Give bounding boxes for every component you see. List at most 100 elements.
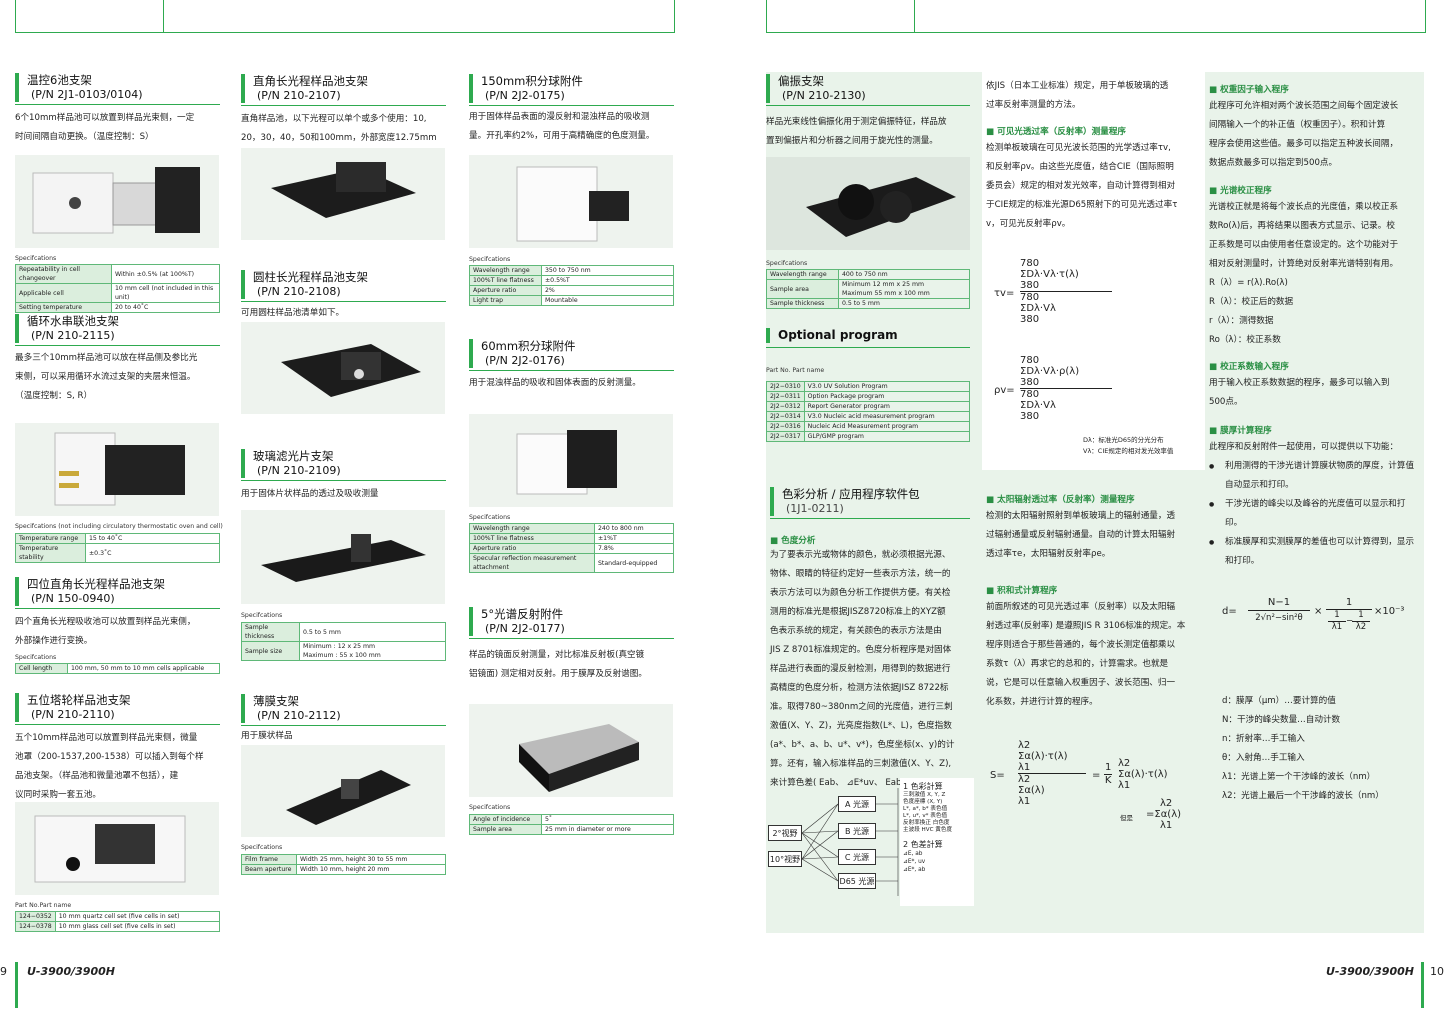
section-desc: 样品的镜面反射测量，对比标准反射板(真空镀 铝镜面) 测定相对反射。用于膜厚及反… xyxy=(469,650,647,679)
section-rule xyxy=(241,301,446,303)
section-title: 5°光谱反射附件 xyxy=(469,607,674,622)
section-title: 150mm积分球附件 xyxy=(469,74,674,89)
photo-illustration xyxy=(516,430,617,495)
source-b-box: B 光源 xyxy=(838,823,876,839)
photo-illustration xyxy=(286,770,411,825)
section-rule xyxy=(766,105,970,107)
integral-calc-text: 前面所叙述的可见光透过率（反射率）以及太阳辐 射透过率(反射率) 是遵照JIS … xyxy=(986,602,1186,707)
product-photo-polarizer xyxy=(766,157,970,250)
section-rule xyxy=(766,347,970,349)
panel-bg-white xyxy=(982,72,1205,470)
section-150mm-sphere: 150mm积分球附件 (P/N 2J2-0175) xyxy=(469,74,674,107)
section-polarizer-holder: 偏振支架 (P/N 210-2130) xyxy=(766,74,970,107)
section-title: 色彩分析 / 应用程序软件包 xyxy=(770,487,970,502)
section-film-holder: 薄膜支架 (P/N 210-2112) xyxy=(241,694,446,727)
subheading-integral-calc: ■ 积和式计算程序 xyxy=(986,586,1058,596)
spec-label: Specifcations xyxy=(241,844,283,851)
section-color-analysis: 色彩分析 / 应用程序软件包 (1J1-0211) xyxy=(770,487,970,520)
part-number: (P/N 210-2108) xyxy=(241,285,446,299)
part-number: (1J1-0211) xyxy=(770,502,970,516)
subheading-solar-transmittance: ■ 太阳辐射透过率（反射率）测量程序 xyxy=(986,495,1135,505)
product-photo-filter-holder xyxy=(241,510,445,604)
header-divider-right xyxy=(914,0,915,33)
solar-transmittance-text: 检测的太阳辐射照射到单板玻璃上的辐射通量，透 过辐射通量或反射辐射通量。自动的计… xyxy=(986,511,1176,559)
jis-intro: 依JIS（日本工业标准）规定，用于单板玻璃的透 过率反射率测量的方法。 xyxy=(986,81,1169,110)
part-number: (P/N 210-2109) xyxy=(241,464,446,478)
section-title: 温控6池支架 xyxy=(15,73,220,88)
footer-model-right: U-3900/3900H xyxy=(1326,965,1414,978)
calc-list: 1 色彩計算 三刺激值 X, Y, Z 色度座標 (X, Y) L*, a*, … xyxy=(900,778,974,906)
subheading-color-analysis: ■ 色度分析 xyxy=(770,536,816,546)
section-desc: 用于固体样品表面的漫反射和混浊样品的吸收测 量。开孔率约2%，可用于高精确度的色… xyxy=(469,112,655,141)
color-calc-diagram: 2°视野 10°视野 A 光源 B 光源 C 光源 D65 光源 1 色彩計算 … xyxy=(768,778,978,908)
photo-illustration xyxy=(32,167,200,234)
section-rule xyxy=(15,345,220,347)
photo-illustration xyxy=(271,162,416,218)
view-10deg-box: 10°视野 xyxy=(768,851,802,867)
header-box-right xyxy=(766,0,1426,33)
part-table-header: Part No. Part name xyxy=(766,367,825,374)
product-photo-150mm-sphere xyxy=(469,155,673,248)
photo-illustration xyxy=(281,344,421,397)
photo-illustration xyxy=(806,177,956,237)
section-title: 偏振支架 xyxy=(766,74,970,89)
page-number-left: 9 xyxy=(0,965,7,978)
section-rule xyxy=(241,725,446,727)
section-title: 直角长光程样品池支架 xyxy=(241,74,446,89)
subheading-visible-transmittance: ■ 可见光透过率（反射率）测量程序 xyxy=(986,127,1127,137)
section-optional-program: Optional program xyxy=(766,328,970,349)
section-desc: 用于固体片状样品的透过及吸收测量 xyxy=(241,489,379,499)
part-number: (P/N 210-2115) xyxy=(15,329,220,343)
spec-label: Part No.Part name xyxy=(15,902,72,909)
weight-factor-text: 此程序可允许相对两个波长范围之间每个固定波长 间隔输入一个的补正值（权重因子）。… xyxy=(1209,101,1399,168)
source-d65-box: D65 光源 xyxy=(838,873,876,889)
section-temp-6-cell-holder: 温控6池支架 (P/N 2J1-0103/0104) xyxy=(15,73,220,106)
header-divider-left xyxy=(163,0,164,33)
panel-bg-3 xyxy=(1205,72,1424,470)
section-desc: 可用圆柱样品池清单如下。 xyxy=(241,308,345,318)
source-c-box: C 光源 xyxy=(838,849,876,865)
color-analysis-text: 为了要表示光或物体的颜色，就必须根据光源、 物体、眼睛的特征约定好一些表示方法，… xyxy=(770,550,955,788)
section-rule xyxy=(469,105,674,107)
subheading-film-thickness: ■ 膜厚计算程序 xyxy=(1209,426,1272,436)
film-thickness-definitions: d：膜厚（μm）…要计算的值 N：干涉的峰尖数量…自动计数 n：折射率…手工输入… xyxy=(1222,696,1384,801)
product-photo-5deg-reflectance xyxy=(469,704,673,797)
visible-transmittance-text: 检测单板玻璃在可见光波长范围的光学透过率τv, 和反射率ρv。由这些光度值，结合… xyxy=(986,143,1178,229)
film-thickness-text: 此程序和反射附件一起使用，可以提供以下功能： 利用测得的干涉光谱计算膜状物质的厚… xyxy=(1209,438,1421,571)
footer-bar-left xyxy=(15,962,18,1008)
spec-label: Specifcations xyxy=(15,654,57,661)
section-rule xyxy=(15,104,220,106)
section-title: 薄膜支架 xyxy=(241,694,446,709)
spec-label: Specifcations xyxy=(766,260,808,267)
footer-bar-right xyxy=(1421,962,1424,1008)
product-photo-rect-holder xyxy=(241,148,445,240)
section-rule xyxy=(241,105,446,107)
spec-label: Specifcations xyxy=(469,514,511,521)
section-rule xyxy=(469,638,674,640)
source-a-box: A 光源 xyxy=(838,796,876,812)
section-desc: 用于混浊样品的吸收和固体表面的反射测量。 xyxy=(469,378,641,388)
photo-illustration xyxy=(519,724,639,792)
correction-input-text: 用于输入校正系数数据的程序，最多可以输入到 500点。 xyxy=(1209,378,1390,407)
subheading-weight-factor: ■ 权重因子输入程序 xyxy=(1209,85,1289,95)
section-title: 圆柱长光程样品池支架 xyxy=(241,270,446,285)
section-glass-filter-holder: 玻璃滤光片支架 (P/N 210-2109) xyxy=(241,449,446,482)
formula-notes: Dλ：标准光D65的分光分布 Vλ：CIE规定的相对发光效率值 xyxy=(1083,436,1174,455)
subheading-spectral-correction: ■ 光谱校正程序 xyxy=(1209,186,1272,196)
section-title: 四位直角长光程样品池支架 xyxy=(15,577,220,592)
footer-model-left: U-3900/3900H xyxy=(27,965,115,978)
photo-illustration xyxy=(34,815,186,883)
section-desc: 直角样品池，以下光程可以单个或多个使用：10, 20，30，40，50和100m… xyxy=(241,114,437,143)
section-4-position-holder: 四位直角长光程样品池支架 (P/N 150-0940) xyxy=(15,577,220,610)
section-circulating-water-holder: 循环水串联池支架 (P/N 210-2115) xyxy=(15,314,220,347)
section-desc: 最多三个10mm样品池可以放在样品侧及参比光 束侧，可以采用循环水流过支架的夹层… xyxy=(15,353,198,401)
section-5deg-reflectance: 5°光谱反射附件 (P/N 2J2-0177) xyxy=(469,607,674,640)
part-number: (P/N 210-2110) xyxy=(15,708,220,722)
